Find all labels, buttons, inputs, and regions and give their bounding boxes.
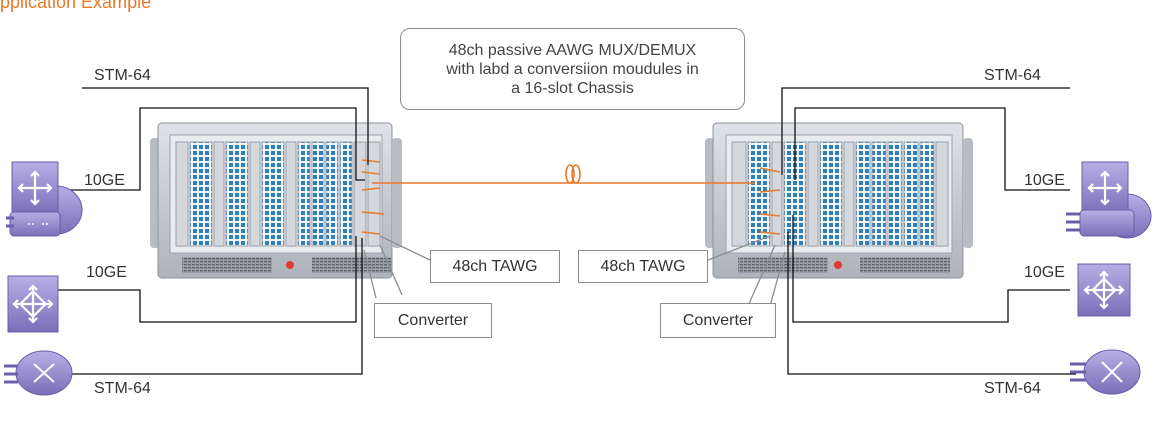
left-10ge-bottom-line [58, 236, 357, 323]
right-router-10ge-bottom [1077, 263, 1131, 317]
right-logo-icon [834, 261, 842, 269]
left-stm64-top-line [82, 87, 369, 165]
switch-cross-icon [33, 363, 55, 383]
right-stm64-top-line [781, 87, 1070, 175]
right-card-slots [731, 141, 949, 247]
right-switch-stm64-bottom [1070, 349, 1141, 395]
left-chassis [150, 122, 402, 279]
callout-pointers [363, 235, 786, 307]
left-router-10ge-top [6, 161, 83, 237]
left-stm64-top-label: STM-64 [94, 67, 151, 84]
left-10ge-top-label: 10GE [84, 172, 125, 189]
right-10ge-top-line [794, 107, 1070, 191]
right-10ge-bottom-line [792, 215, 1070, 323]
router-arrows-icon [1083, 270, 1125, 310]
left-10ge-bottom-label: 10GE [86, 264, 127, 281]
right-stm64-bottom-line [787, 232, 1076, 375]
right-10ge-bottom-label: 10GE [1024, 264, 1065, 281]
diagram-title: pplication Example [0, 0, 152, 12]
left-10ge-top-line [58, 107, 365, 191]
left-connections [58, 87, 369, 375]
left-tawg-label-box: 48ch TAWG [430, 250, 560, 283]
left-logo-icon [286, 261, 294, 269]
fiber-links [361, 159, 781, 235]
callout-line-2: with labd a conversiion moudules in [446, 61, 699, 78]
callout-line-3: a 16-slot Chassis [511, 80, 634, 97]
right-chassis [705, 122, 973, 279]
switch-cross-icon [1101, 361, 1123, 383]
callout-line-1: 48ch passive AAWG MUX/DEMUX [448, 42, 697, 59]
router-arrows-icon [17, 170, 53, 206]
left-switch-stm64-bottom [4, 350, 73, 396]
fiber-spool-icon [565, 164, 575, 184]
left-stm64-bottom-label: STM-64 [94, 380, 151, 397]
router-arrows-icon [12, 284, 54, 324]
right-converter-label-box: Converter [660, 303, 776, 338]
right-10ge-top-label: 10GE [1024, 172, 1065, 189]
left-card-slots [175, 141, 381, 247]
right-tawg-label-box: 48ch TAWG [578, 250, 708, 283]
right-connections [781, 87, 1076, 375]
left-converter-label-box: Converter [374, 303, 492, 338]
left-router-10ge-bottom [7, 275, 59, 333]
right-stm64-bottom-label: STM-64 [984, 380, 1041, 397]
right-router-10ge-top [1066, 161, 1152, 239]
left-stm64-bottom-line [66, 238, 363, 375]
chassis-description-callout: 48ch passive AAWG MUX/DEMUX with labd a … [400, 28, 745, 110]
right-stm64-top-label: STM-64 [984, 67, 1041, 84]
router-arrows-icon [1087, 170, 1123, 206]
